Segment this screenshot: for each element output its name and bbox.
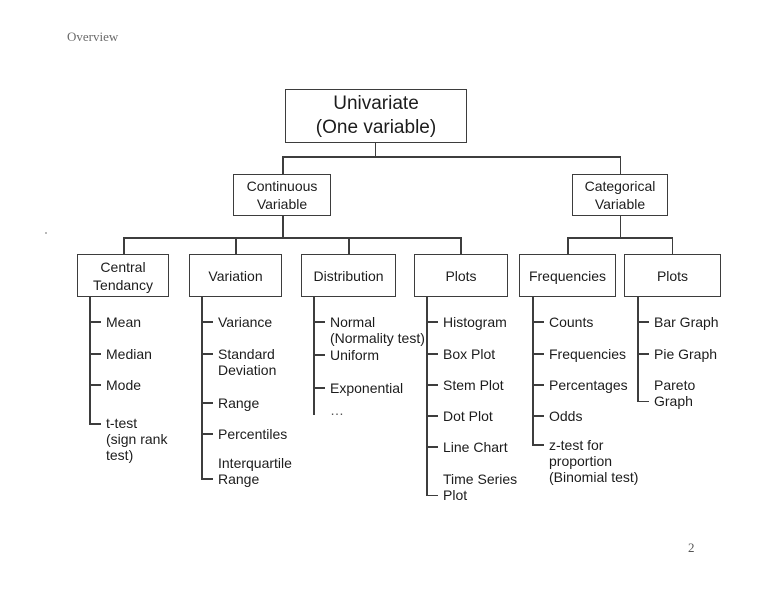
bracket-line <box>89 297 91 424</box>
item-pareto-graph: Pareto Graph <box>654 377 696 409</box>
bracket-tick <box>313 387 325 389</box>
bracket-line <box>201 297 203 479</box>
bracket-tick <box>426 353 438 355</box>
connector <box>374 143 376 157</box>
bracket-tick <box>637 321 649 323</box>
item-box-plot: Box Plot <box>443 346 496 362</box>
connector <box>348 237 350 254</box>
bracket-tick <box>89 321 101 323</box>
node-distribution: Distribution <box>301 254 396 297</box>
connector <box>282 156 284 174</box>
connector <box>460 237 462 254</box>
bracket-line <box>637 297 639 402</box>
bracket-tick <box>201 321 213 323</box>
item-t-test: t-test (sign rank test) <box>106 415 168 463</box>
item-standard-deviation: Standard Deviation <box>218 346 277 378</box>
bracket-tick <box>426 415 438 417</box>
item-normal: Normal (Normality test) <box>330 314 425 346</box>
item-stem-plot: Stem Plot <box>443 377 504 393</box>
item-frequencies: Frequencies <box>549 346 627 362</box>
node-central-tendancy: Central Tendancy <box>77 254 169 297</box>
item-bar-graph: Bar Graph <box>654 314 719 330</box>
item-median: Median <box>106 346 152 362</box>
bracket-tick <box>637 400 649 402</box>
bracket-tick <box>426 384 438 386</box>
item-z-test: z-test for proportion (Binomial test) <box>549 437 639 485</box>
connector <box>567 237 672 239</box>
node-categorical-variable: Categorical Variable <box>572 174 668 216</box>
connector <box>123 237 125 254</box>
bracket-tick <box>201 353 213 355</box>
connector <box>619 156 621 174</box>
bracket-tick <box>532 321 544 323</box>
bracket-tick <box>532 353 544 355</box>
bracket-tick <box>426 494 438 496</box>
bracket-tick <box>313 354 325 356</box>
item-interquartile-range: Interquartile Range <box>218 455 292 487</box>
item-time-series-plot: Time Series Plot <box>443 471 518 503</box>
connector <box>567 237 569 254</box>
bracket-tick <box>637 353 649 355</box>
bracket-tick <box>89 423 101 425</box>
bracket-line <box>426 297 428 496</box>
node-frequencies: Frequencies <box>519 254 616 297</box>
bracket-tick <box>201 478 213 480</box>
slide-header: Overview <box>67 29 119 44</box>
node-variation: Variation <box>189 254 282 297</box>
connector <box>282 156 621 158</box>
item-uniform: Uniform <box>330 347 380 363</box>
node-continuous-variable: Continuous Variable <box>233 174 331 216</box>
bracket-tick <box>89 384 101 386</box>
item-percentiles: Percentiles <box>218 426 288 442</box>
connector <box>671 237 673 254</box>
page-number: 2 <box>688 540 695 555</box>
item-exponential: Exponential <box>330 380 404 396</box>
item-line-chart: Line Chart <box>443 439 508 455</box>
bracket-tick <box>532 384 544 386</box>
connector <box>619 216 621 238</box>
item-odds: Odds <box>549 408 583 424</box>
bracket-tick <box>201 402 213 404</box>
bracket-tick <box>426 321 438 323</box>
connector <box>123 237 461 239</box>
bracket-tick <box>313 321 325 323</box>
item-histogram: Histogram <box>443 314 507 330</box>
item-mode: Mode <box>106 377 142 393</box>
node-plots-categorical: Plots <box>624 254 721 297</box>
stray-mark <box>45 232 47 234</box>
item-variance: Variance <box>218 314 273 330</box>
bracket-tick <box>532 415 544 417</box>
item-ellipsis: … <box>330 402 344 418</box>
bracket-tick <box>201 433 213 435</box>
item-pie-graph: Pie Graph <box>654 346 718 362</box>
bracket-tick <box>426 446 438 448</box>
item-range: Range <box>218 395 260 411</box>
item-percentages: Percentages <box>549 377 628 393</box>
node-plots-continuous: Plots <box>414 254 508 297</box>
bracket-tick <box>89 353 101 355</box>
item-counts: Counts <box>549 314 594 330</box>
bracket-line <box>313 297 315 415</box>
bracket-tick <box>532 444 544 446</box>
bracket-line <box>532 297 534 445</box>
connector <box>235 237 237 254</box>
item-dot-plot: Dot Plot <box>443 408 493 424</box>
connector <box>282 216 284 238</box>
node-univariate: Univariate (One variable) <box>285 89 467 143</box>
item-mean: Mean <box>106 314 142 330</box>
